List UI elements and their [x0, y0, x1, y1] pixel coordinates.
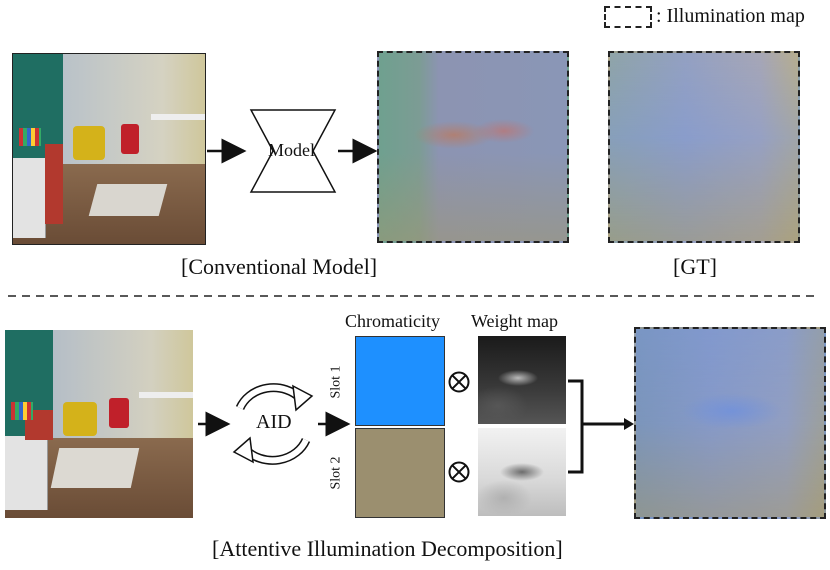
- aid-cycle-icon: [232, 383, 314, 465]
- multiply-operator-slot-2: [448, 461, 470, 483]
- weight-map-slot-2: [478, 428, 566, 516]
- chromaticity-swatch-slot-1: [355, 336, 445, 426]
- input-room-photo-bottom: [5, 330, 193, 518]
- model-label: Model: [268, 140, 315, 160]
- illumination-map-legend-swatch: [604, 6, 652, 28]
- input-room-photo-top: [12, 53, 206, 245]
- aid-label: AID: [256, 411, 292, 433]
- gt-illumination-map: [608, 51, 800, 243]
- multiply-operator-slot-1: [448, 371, 470, 393]
- aid-caption: [Attentive Illumination Decomposition]: [212, 536, 563, 561]
- conventional-model-caption: [Conventional Model]: [181, 254, 378, 279]
- combine-bracket: [568, 379, 627, 474]
- weight-map-slot-1: [478, 336, 566, 424]
- model-hourglass-shape: [249, 109, 337, 193]
- chromaticity-header: Chromaticity: [345, 311, 440, 331]
- gt-caption: [GT]: [673, 254, 717, 279]
- model-output-illumination-map: [377, 51, 569, 243]
- slot-1-label: Slot 1: [328, 365, 344, 399]
- weight-map-header: Weight map: [471, 311, 559, 331]
- aid-output-illumination-map: [634, 327, 826, 519]
- chromaticity-swatch-slot-2: [355, 428, 445, 518]
- slot-2-label: Slot 2: [328, 456, 344, 490]
- illumination-map-legend-label: : Illumination map: [656, 5, 805, 27]
